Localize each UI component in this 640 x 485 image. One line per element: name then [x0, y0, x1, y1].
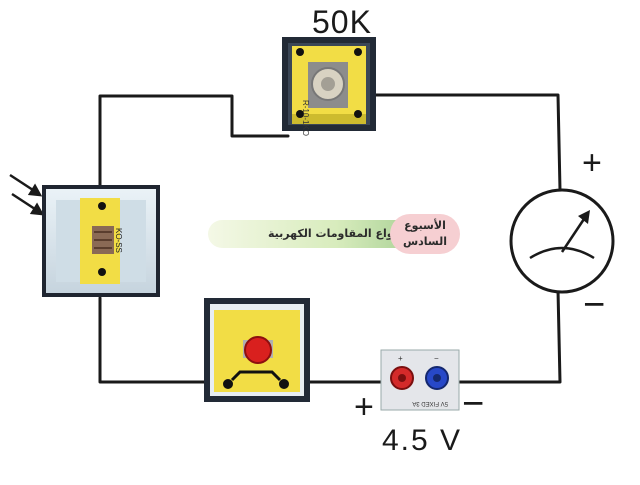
wire-right-bottom — [458, 288, 562, 384]
supply-terminal-minus: − — [434, 354, 439, 363]
lesson-banner: أنواع المقاومات الكهربية الأسبوع السادس — [208, 214, 460, 254]
meter-icon — [509, 188, 615, 294]
push-button-module — [204, 298, 310, 402]
week-badge-line-1: الأسبوع — [404, 219, 446, 232]
supply-voltage-label: 4.5 V — [382, 424, 463, 457]
light-arrows-icon — [9, 173, 45, 216]
potentiometer-module-text: R-10-1KO — [301, 100, 310, 136]
meter-plus-sign: + — [582, 144, 602, 182]
wire-top-right — [373, 93, 562, 192]
wire-left-bottom — [98, 296, 212, 384]
wire-top-left — [98, 94, 290, 192]
week-badge — [390, 214, 460, 254]
supply-module-text: 5V FIXED 3A — [412, 400, 448, 406]
potentiometer-value-label: 50K — [312, 4, 372, 40]
battery-plus-sign: + — [354, 388, 374, 426]
battery-minus-sign: − — [462, 383, 485, 425]
ldr-module-text: KO-SS — [114, 228, 123, 253]
week-badge-line-2: السادس — [402, 235, 448, 248]
supply-terminal-plus: + — [398, 354, 403, 363]
power-supply-module — [380, 349, 460, 411]
meter-minus-sign: − — [583, 284, 606, 326]
ldr-module — [42, 185, 160, 297]
circuit-wires — [98, 93, 562, 384]
potentiometer-module — [282, 37, 376, 131]
banner-title: أنواع المقاومات الكهربية — [268, 227, 402, 240]
